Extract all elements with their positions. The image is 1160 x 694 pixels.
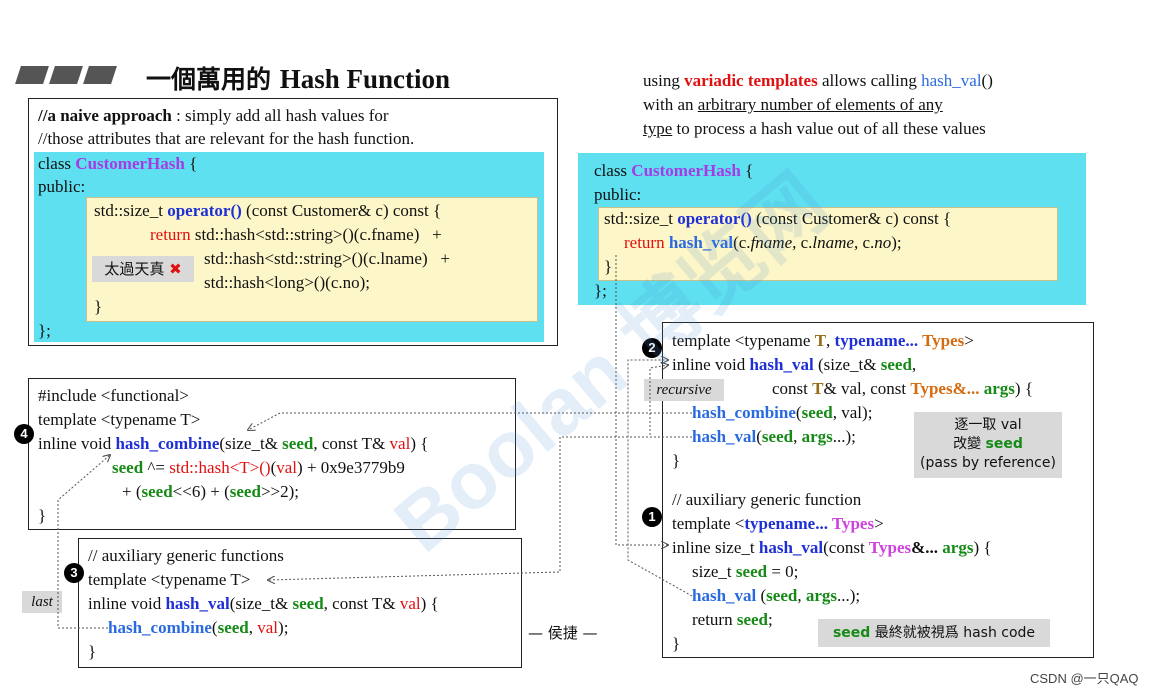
step-3-badge: 3 xyxy=(64,563,84,583)
rec-signature-1: inline void hash_val (size_t& seed, xyxy=(672,355,917,374)
naive-op-sig: std::size_t operator() (const Customer& … xyxy=(94,201,442,220)
recursive-label: recursive xyxy=(644,379,724,401)
better-op-close: } xyxy=(604,257,613,276)
aux1-note: seed 最終就被視爲 hash code xyxy=(818,619,1050,647)
intro-line-2: with an arbitrary number of elements of … xyxy=(643,95,943,114)
arrow-rec-to-combine xyxy=(248,412,692,430)
page-title: 一個萬用的 Hash Function xyxy=(146,64,451,94)
rec-note-line-3: (pass by reference) xyxy=(920,455,1056,471)
step-2-badge: 2 xyxy=(642,338,662,358)
aux1-body-2: hash_val (seed, args...); xyxy=(692,586,861,605)
naive-class-decl: class CustomerHash { xyxy=(38,154,198,173)
combine-close: } xyxy=(38,506,47,525)
better-operator-block xyxy=(598,207,1058,281)
naive-badge: 太過天真 ✖ xyxy=(92,256,194,282)
aux1-comment: // auxiliary generic function xyxy=(672,490,862,509)
aux1-body-1: size_t seed = 0; xyxy=(692,562,799,581)
arrow-call-aux1 xyxy=(615,255,668,545)
aux1-close: } xyxy=(672,634,681,653)
hash-val-last-panel xyxy=(78,538,522,668)
rec-signature-2: const T& val, const Types&... args) { xyxy=(772,379,1033,398)
naive-comment-1: //a naive approach : simply add all hash… xyxy=(38,106,389,125)
rec-body-2: hash_val(seed, args...); xyxy=(692,427,856,446)
author-mark: — 侯捷 — xyxy=(528,624,598,642)
combine-body-2: + (seed<<6) + (seed>>2); xyxy=(122,482,299,501)
footer-credit: CSDN @一只QAQ xyxy=(1030,671,1139,686)
better-class-decl: class CustomerHash { xyxy=(594,161,754,180)
combine-template: template <typename T> xyxy=(38,410,201,429)
arrow-aux1-to-rec xyxy=(627,360,693,597)
intro-line-1: using variadic templates allows calling … xyxy=(643,71,993,90)
rec-body-1: hash_combine(seed, val); xyxy=(692,403,873,422)
aux3-comment: // auxiliary generic functions xyxy=(88,546,284,565)
naive-return-3: std::hash<long>()(c.no); xyxy=(204,273,371,292)
arrow-last-to-combine xyxy=(57,455,110,629)
combine-include: #include <functional> xyxy=(38,386,189,405)
better-return: return hash_val(c.fname, c.lname, c.no); xyxy=(624,233,902,252)
better-public: public: xyxy=(594,185,642,204)
x-icon: ✖ xyxy=(169,260,182,278)
naive-return-2: std::hash<std::string>()(c.lname) + xyxy=(204,249,450,268)
aux1-return: return seed; xyxy=(692,610,773,629)
better-op-sig: std::size_t operator() (const Customer& … xyxy=(604,209,952,228)
naive-op-close: } xyxy=(94,297,103,316)
step-4-badge: 4 xyxy=(14,424,34,444)
aux3-body: hash_combine(seed, val); xyxy=(108,618,289,637)
rec-close: } xyxy=(672,451,681,470)
aux3-close: } xyxy=(88,642,97,661)
rec-note-line-1: 逐一取 val xyxy=(954,417,1022,433)
step-1-badge: 1 xyxy=(642,507,662,527)
aux1-signature: inline size_t hash_val(const Types&... a… xyxy=(672,538,992,557)
naive-public: public: xyxy=(38,177,86,196)
aux3-template: template <typename T> xyxy=(88,570,251,589)
rec-note: 逐一取 val 改變 seed (pass by reference) xyxy=(914,412,1062,478)
naive-class-end: }; xyxy=(38,321,51,340)
rec-template: template <typename T, typename... Types> xyxy=(672,331,974,350)
better-class-end: }; xyxy=(594,281,607,300)
naive-comment-2: //those attributes that are relevant for… xyxy=(38,129,415,148)
combine-signature: inline void hash_combine(size_t& seed, c… xyxy=(38,434,429,453)
last-label: last xyxy=(22,591,62,613)
rec-note-line-2: 改變 seed xyxy=(953,436,1023,452)
aux3-signature: inline void hash_val(size_t& seed, const… xyxy=(88,594,439,613)
hash-val-panel xyxy=(662,322,1094,658)
arrow-rec-to-last xyxy=(268,436,692,580)
naive-return-1: return std::hash<std::string>()(c.fname)… xyxy=(150,225,442,244)
intro-line-3: type to process a hash value out of all … xyxy=(643,119,986,138)
combine-body-1: seed ^= std::hash<T>()(val) + 0x9e3779b9 xyxy=(112,458,405,477)
aux1-template: template <typename... Types> xyxy=(672,514,884,533)
